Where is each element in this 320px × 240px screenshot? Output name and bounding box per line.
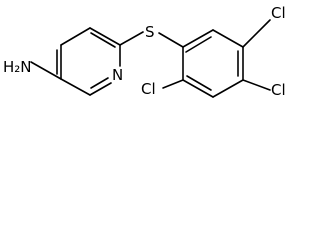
benzene-ring xyxy=(182,29,244,98)
chlorine-top-right-label: Cl xyxy=(271,4,286,22)
chemical-structure-canvas: H₂N N S Cl Cl Cl xyxy=(0,0,308,98)
bond-cl-bottom-left xyxy=(162,79,184,89)
pyridine-ring xyxy=(30,27,121,96)
bond-pyr-6 xyxy=(60,78,91,96)
bond-bz-4 xyxy=(212,79,244,98)
bond-bz-1-inner xyxy=(185,36,212,53)
molecule-diagram: H₂N N S Cl Cl Cl xyxy=(3,4,286,98)
bond-pyr-3 xyxy=(89,27,121,46)
bond-cl-top-right xyxy=(242,19,271,48)
bond-pyr-3-inner xyxy=(90,32,116,48)
bond-nh2-to-ring xyxy=(30,61,62,80)
sulfur-label: S xyxy=(145,23,155,41)
ring-nitrogen-label: N xyxy=(112,66,123,84)
bond-bz-2 xyxy=(212,29,244,48)
chlorine-bottom-left-label: Cl xyxy=(141,80,156,98)
bond-bz-5-inner xyxy=(186,75,212,91)
bond-cl-bottom-right xyxy=(242,79,271,91)
bond-ring-to-sulfur xyxy=(119,31,144,46)
bond-pyr-2 xyxy=(60,27,91,46)
amine-label: H₂N xyxy=(3,58,32,76)
bond-bz-5 xyxy=(182,79,214,98)
bond-sulfur-to-benzene xyxy=(158,32,184,48)
bond-bz-1 xyxy=(182,29,214,48)
thioether-linkage xyxy=(119,31,184,48)
bond-pyr-5 xyxy=(89,82,112,96)
bond-pyr-5-inner xyxy=(90,77,109,89)
chlorine-bottom-right-label: Cl xyxy=(271,81,286,98)
chlorine-bonds xyxy=(162,19,271,91)
